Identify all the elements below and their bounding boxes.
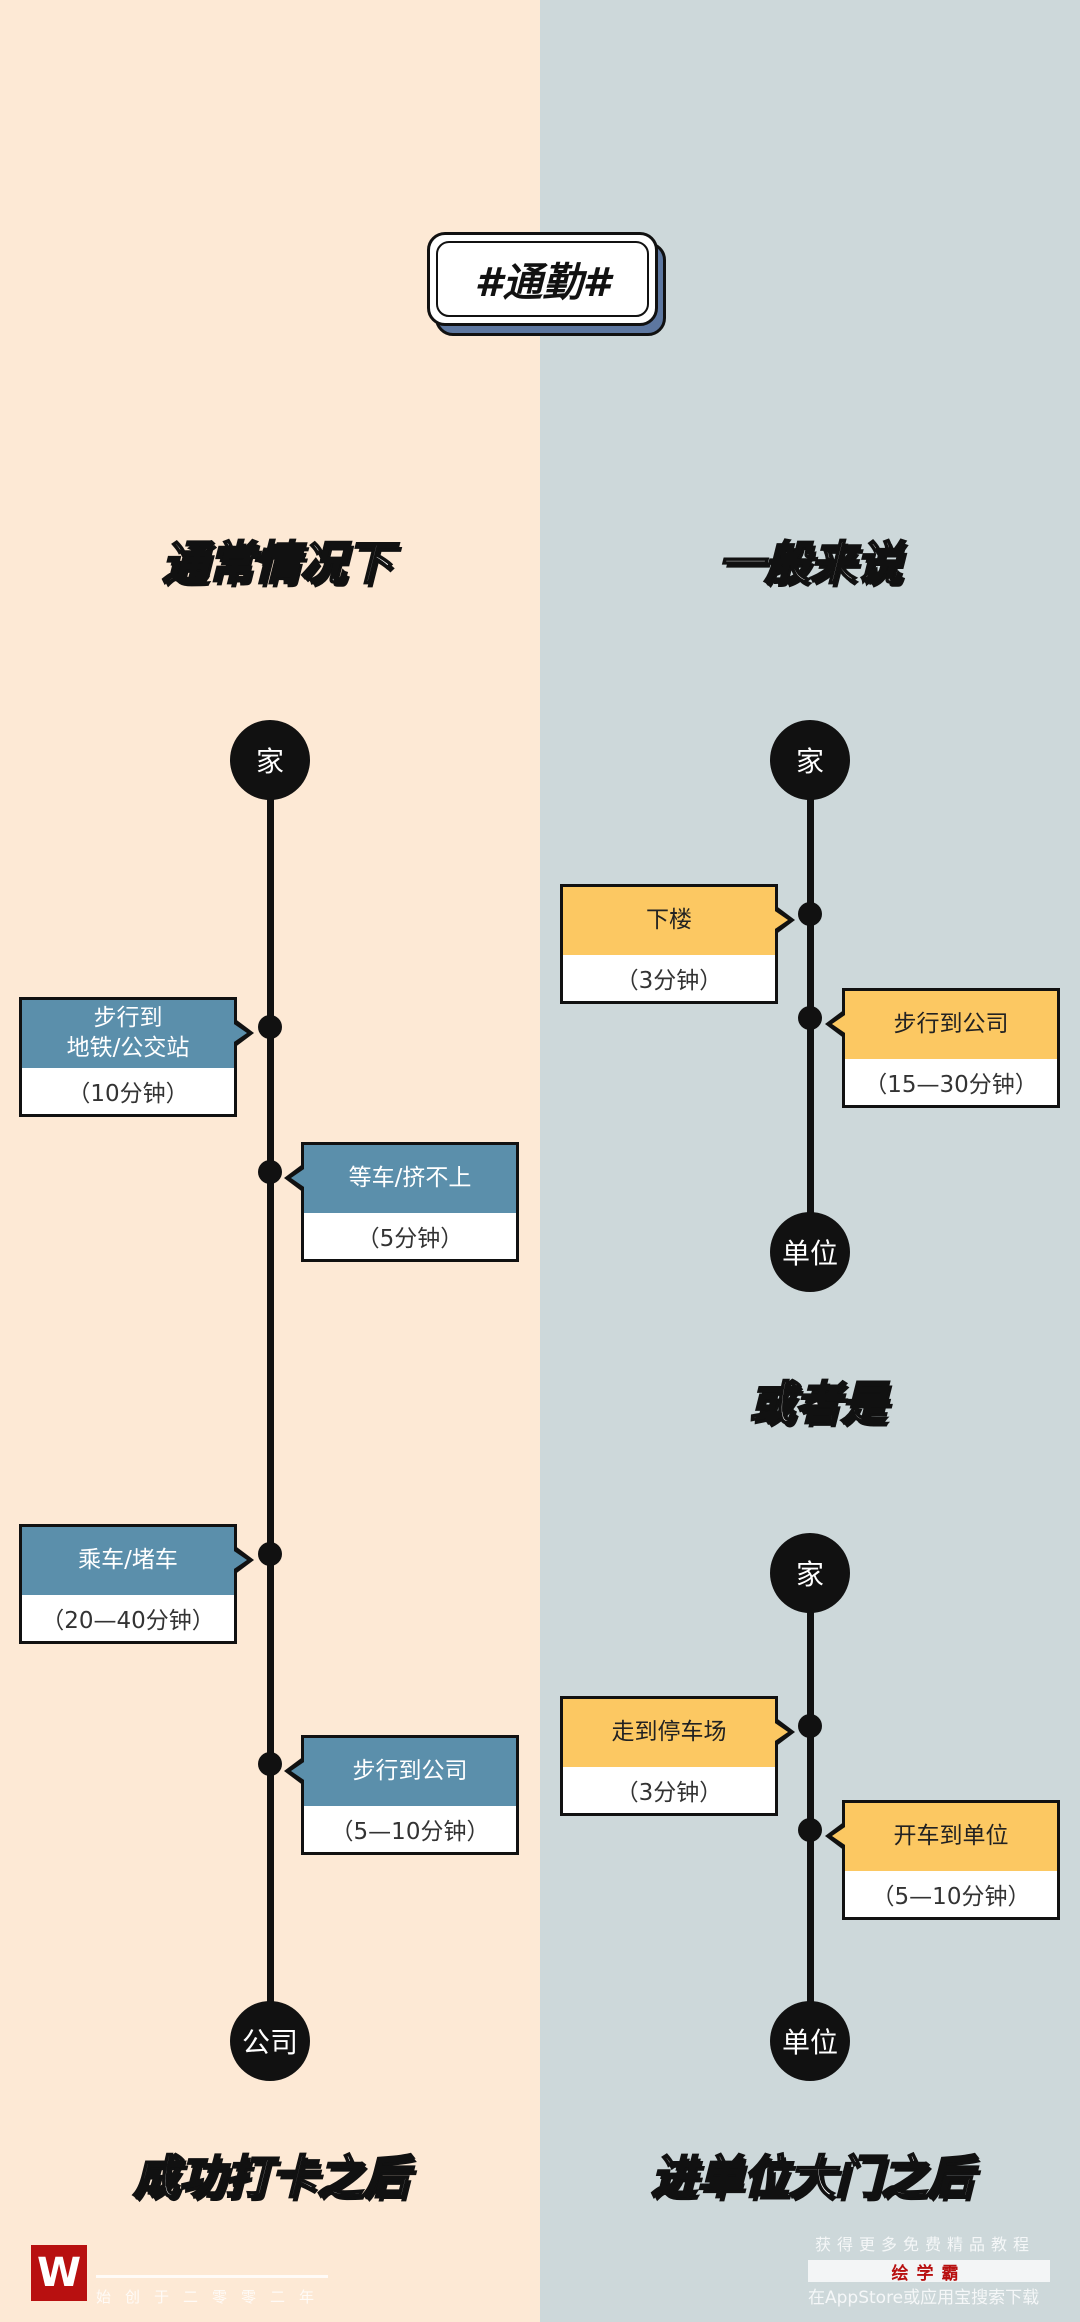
step-card: 步行到 地铁/公交站 （10分钟） <box>19 997 254 1117</box>
step-label: 乘车/堵车 <box>22 1527 234 1595</box>
page-title: #通勤# <box>474 260 611 306</box>
step-label: 等车/挤不上 <box>304 1145 516 1213</box>
left-end-node: 公司 <box>230 2001 310 2081</box>
timeline-dot <box>258 1542 282 1566</box>
route2-start-node: 家 <box>770 1533 850 1613</box>
watermark-logo: W <box>31 2245 87 2301</box>
card-pointer <box>825 1821 848 1851</box>
step-time: （15—30分钟） <box>864 1072 1038 1098</box>
step-time: （5分钟） <box>356 1226 464 1252</box>
timeline-dot <box>798 1714 822 1738</box>
timeline-dot <box>258 1160 282 1184</box>
left-footer-heading: 成功打卡之后 <box>132 2149 410 2205</box>
step-label: 走到停车场 <box>563 1699 775 1767</box>
route1-start-node: 家 <box>770 720 850 800</box>
or-heading: 或者是 <box>748 1375 888 1431</box>
timeline-dot <box>798 902 822 926</box>
step-card: 走到停车场 （3分钟） <box>560 1696 795 1816</box>
timeline-dot <box>798 1006 822 1030</box>
left-timeline-line <box>266 760 274 2041</box>
left-start-node: 家 <box>230 720 310 800</box>
step-time: （20—40分钟） <box>41 1608 215 1634</box>
card-pointer <box>231 1018 254 1048</box>
step-label: 步行到公司 <box>845 991 1057 1059</box>
card-pointer <box>284 1163 307 1193</box>
step-card: 下楼 （3分钟） <box>560 884 795 1004</box>
step-label: 步行到公司 <box>304 1738 516 1806</box>
step-time: （5—10分钟） <box>871 1884 1031 1910</box>
card-pointer <box>772 1717 795 1747</box>
step-card: 等车/挤不上 （5分钟） <box>284 1142 519 1262</box>
title-badge: #通勤# <box>427 232 666 336</box>
step-card: 乘车/堵车 （20—40分钟） <box>19 1524 254 1644</box>
step-card: 步行到公司 （15—30分钟） <box>825 988 1060 1108</box>
card-pointer <box>231 1545 254 1575</box>
step-time: （3分钟） <box>615 1780 723 1806</box>
timeline-dot <box>258 1015 282 1039</box>
right-timeline-line-2 <box>806 1573 814 2041</box>
route1-end-node: 单位 <box>770 1212 850 1292</box>
card-pointer <box>284 1756 307 1786</box>
step-time: （10分钟） <box>67 1081 189 1107</box>
watermark-brand: 绘学霸 <box>808 2260 1050 2284</box>
step-card: 步行到公司 （5—10分钟） <box>284 1735 519 1855</box>
title-badge-face: #通勤# <box>427 232 658 326</box>
card-pointer <box>825 1009 848 1039</box>
watermark-right-bottom: 在AppStore或应用宝搜索下载 <box>808 2288 1040 2308</box>
step-card: 开车到单位 （5—10分钟） <box>825 1800 1060 1920</box>
left-heading: 通常情况下 <box>161 535 393 591</box>
card-pointer <box>772 905 795 935</box>
right-heading: 一般来说 <box>717 535 903 591</box>
timeline-dot <box>258 1752 282 1776</box>
route2-end-node: 单位 <box>770 2001 850 2081</box>
watermark-left-text: 始创于二零零二年 <box>96 2288 329 2306</box>
step-label: 下楼 <box>563 887 775 955</box>
step-label: 开车到单位 <box>845 1803 1057 1871</box>
step-label: 步行到 地铁/公交站 <box>22 1000 234 1068</box>
right-footer-heading: 进单位大门之后 <box>650 2149 974 2205</box>
timeline-dot <box>798 1818 822 1842</box>
step-time: （5—10分钟） <box>330 1819 490 1845</box>
watermark-divider <box>96 2275 328 2278</box>
watermark-right-top: 获得更多免费精品教程 <box>815 2235 1036 2254</box>
step-time: （3分钟） <box>615 968 723 994</box>
